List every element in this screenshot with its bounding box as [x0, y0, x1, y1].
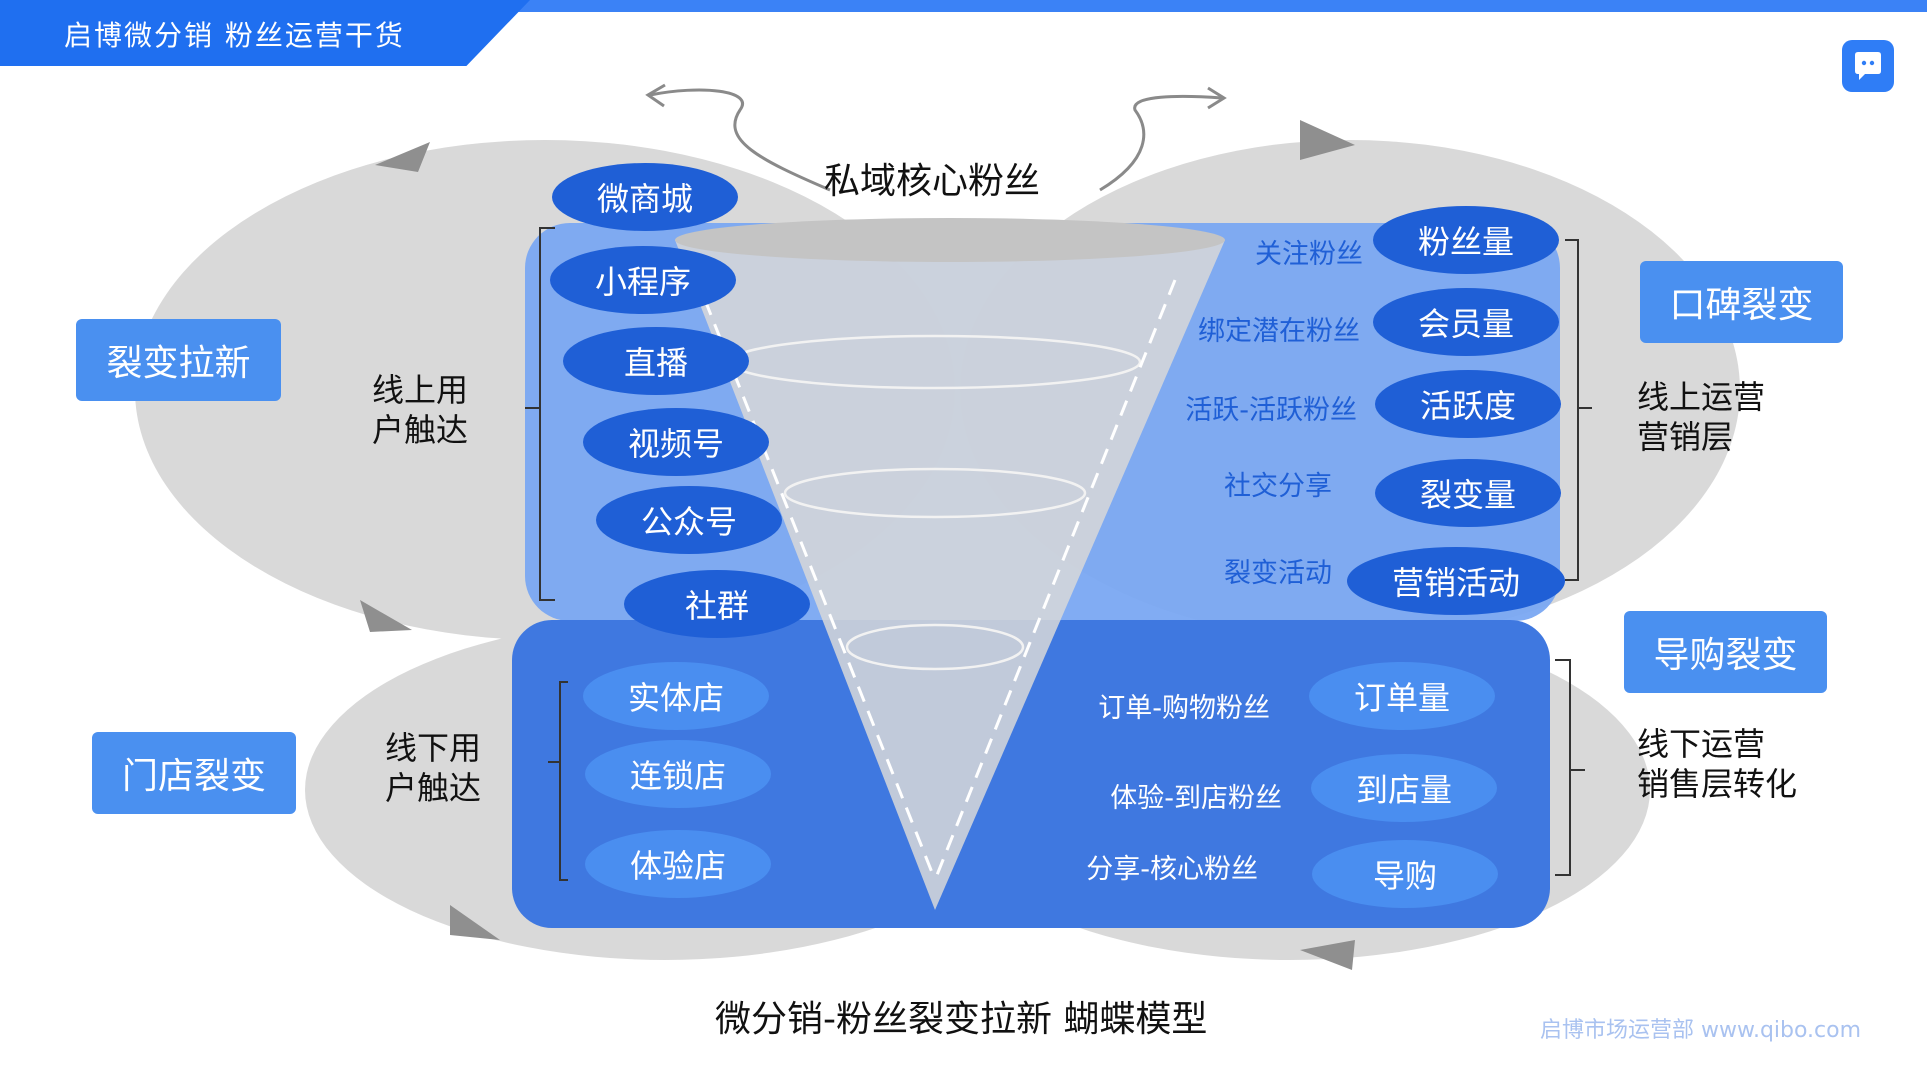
- bracket-online-left: [525, 227, 555, 601]
- channel-pill-miniprogram: 小程序: [550, 246, 736, 314]
- header-tab: [0, 0, 530, 66]
- funnel-ring-2: [783, 467, 1087, 519]
- diagram-caption: 微分销-粉丝裂变拉新 蝴蝶模型: [715, 999, 1208, 1040]
- footer-watermark: 启博市场运营部 www.qibo.com: [1540, 1018, 1862, 1043]
- channel-pill-experience-store: 体验店: [585, 830, 771, 898]
- metric-label-social-share: 社交分享: [1224, 471, 1332, 502]
- label-offline-reach: 线下用 户触达: [385, 729, 482, 807]
- tag-store-fission: 门店裂变: [92, 732, 296, 814]
- arrow-bottom-left: [450, 905, 500, 940]
- label-online-ops: 线上运营 营销层: [1637, 378, 1766, 456]
- metric-pill-guide: 导购: [1312, 840, 1498, 908]
- funnel-cone: [675, 240, 1225, 910]
- channel-pill-community: 社群: [624, 570, 810, 638]
- metric-label-share-core: 分享-核心粉丝: [1086, 854, 1258, 885]
- chat-bubble-icon[interactable]: [1842, 40, 1894, 92]
- funnel-ring-3: [845, 623, 1025, 671]
- metric-label-active: 活跃-活跃粉丝: [1185, 395, 1357, 426]
- curl-arrow-left: [649, 88, 831, 192]
- channel-pill-mall: 微商城: [552, 163, 738, 231]
- bracket-offline-right: [1555, 659, 1585, 876]
- metric-pill-visits: 到店量: [1311, 754, 1497, 822]
- funnel-title: 私域核心粉丝: [824, 161, 1041, 202]
- curl-arrow-right: [1099, 94, 1223, 192]
- bracket-online-right: [1565, 239, 1592, 581]
- channel-pill-official: 公众号: [596, 486, 782, 554]
- funnel-top: [675, 218, 1225, 262]
- metric-pill-activity: 活跃度: [1375, 370, 1561, 438]
- arrow-mid-left: [360, 600, 412, 632]
- metric-pill-fission: 裂变量: [1375, 459, 1561, 527]
- arrow-top-left: [375, 142, 430, 172]
- channel-pill-physical-store: 实体店: [583, 662, 769, 730]
- channel-pill-live: 直播: [563, 327, 749, 395]
- metric-label-order: 订单-购物粉丝: [1098, 693, 1270, 724]
- metric-label-bind: 绑定潜在粉丝: [1198, 316, 1360, 347]
- bracket-offline-left: [548, 681, 568, 881]
- tag-guide-fission: 导购裂变: [1624, 611, 1827, 693]
- tag-fission-acquisition: 裂变拉新: [76, 319, 281, 401]
- curl-arrowhead-left: [645, 83, 666, 108]
- arrow-top-right: [1300, 120, 1355, 160]
- metric-pill-fans: 粉丝量: [1373, 206, 1559, 274]
- channel-pill-video: 视频号: [583, 408, 769, 476]
- channel-pill-chain-store: 连锁店: [585, 740, 771, 808]
- metric-label-visit: 体验-到店粉丝: [1110, 783, 1282, 814]
- tag-reputation-fission: 口碑裂变: [1640, 261, 1843, 343]
- label-online-reach: 线上用 户触达: [372, 371, 469, 449]
- funnel-dash-right: [933, 279, 1177, 881]
- metric-label-fission-activity: 裂变活动: [1224, 558, 1332, 589]
- offline-panel: [512, 620, 1550, 928]
- arrow-bottom-right: [1300, 940, 1355, 970]
- metric-label-follow: 关注粉丝: [1255, 239, 1363, 270]
- metric-pill-members: 会员量: [1373, 288, 1559, 356]
- curl-arrowhead-right: [1207, 86, 1227, 110]
- metric-pill-orders: 订单量: [1309, 662, 1495, 730]
- page-title: 启博微分销 粉丝运营干货: [64, 19, 405, 52]
- label-offline-ops: 线下运营 销售层转化: [1637, 725, 1798, 803]
- metric-pill-marketing: 营销活动: [1347, 547, 1565, 615]
